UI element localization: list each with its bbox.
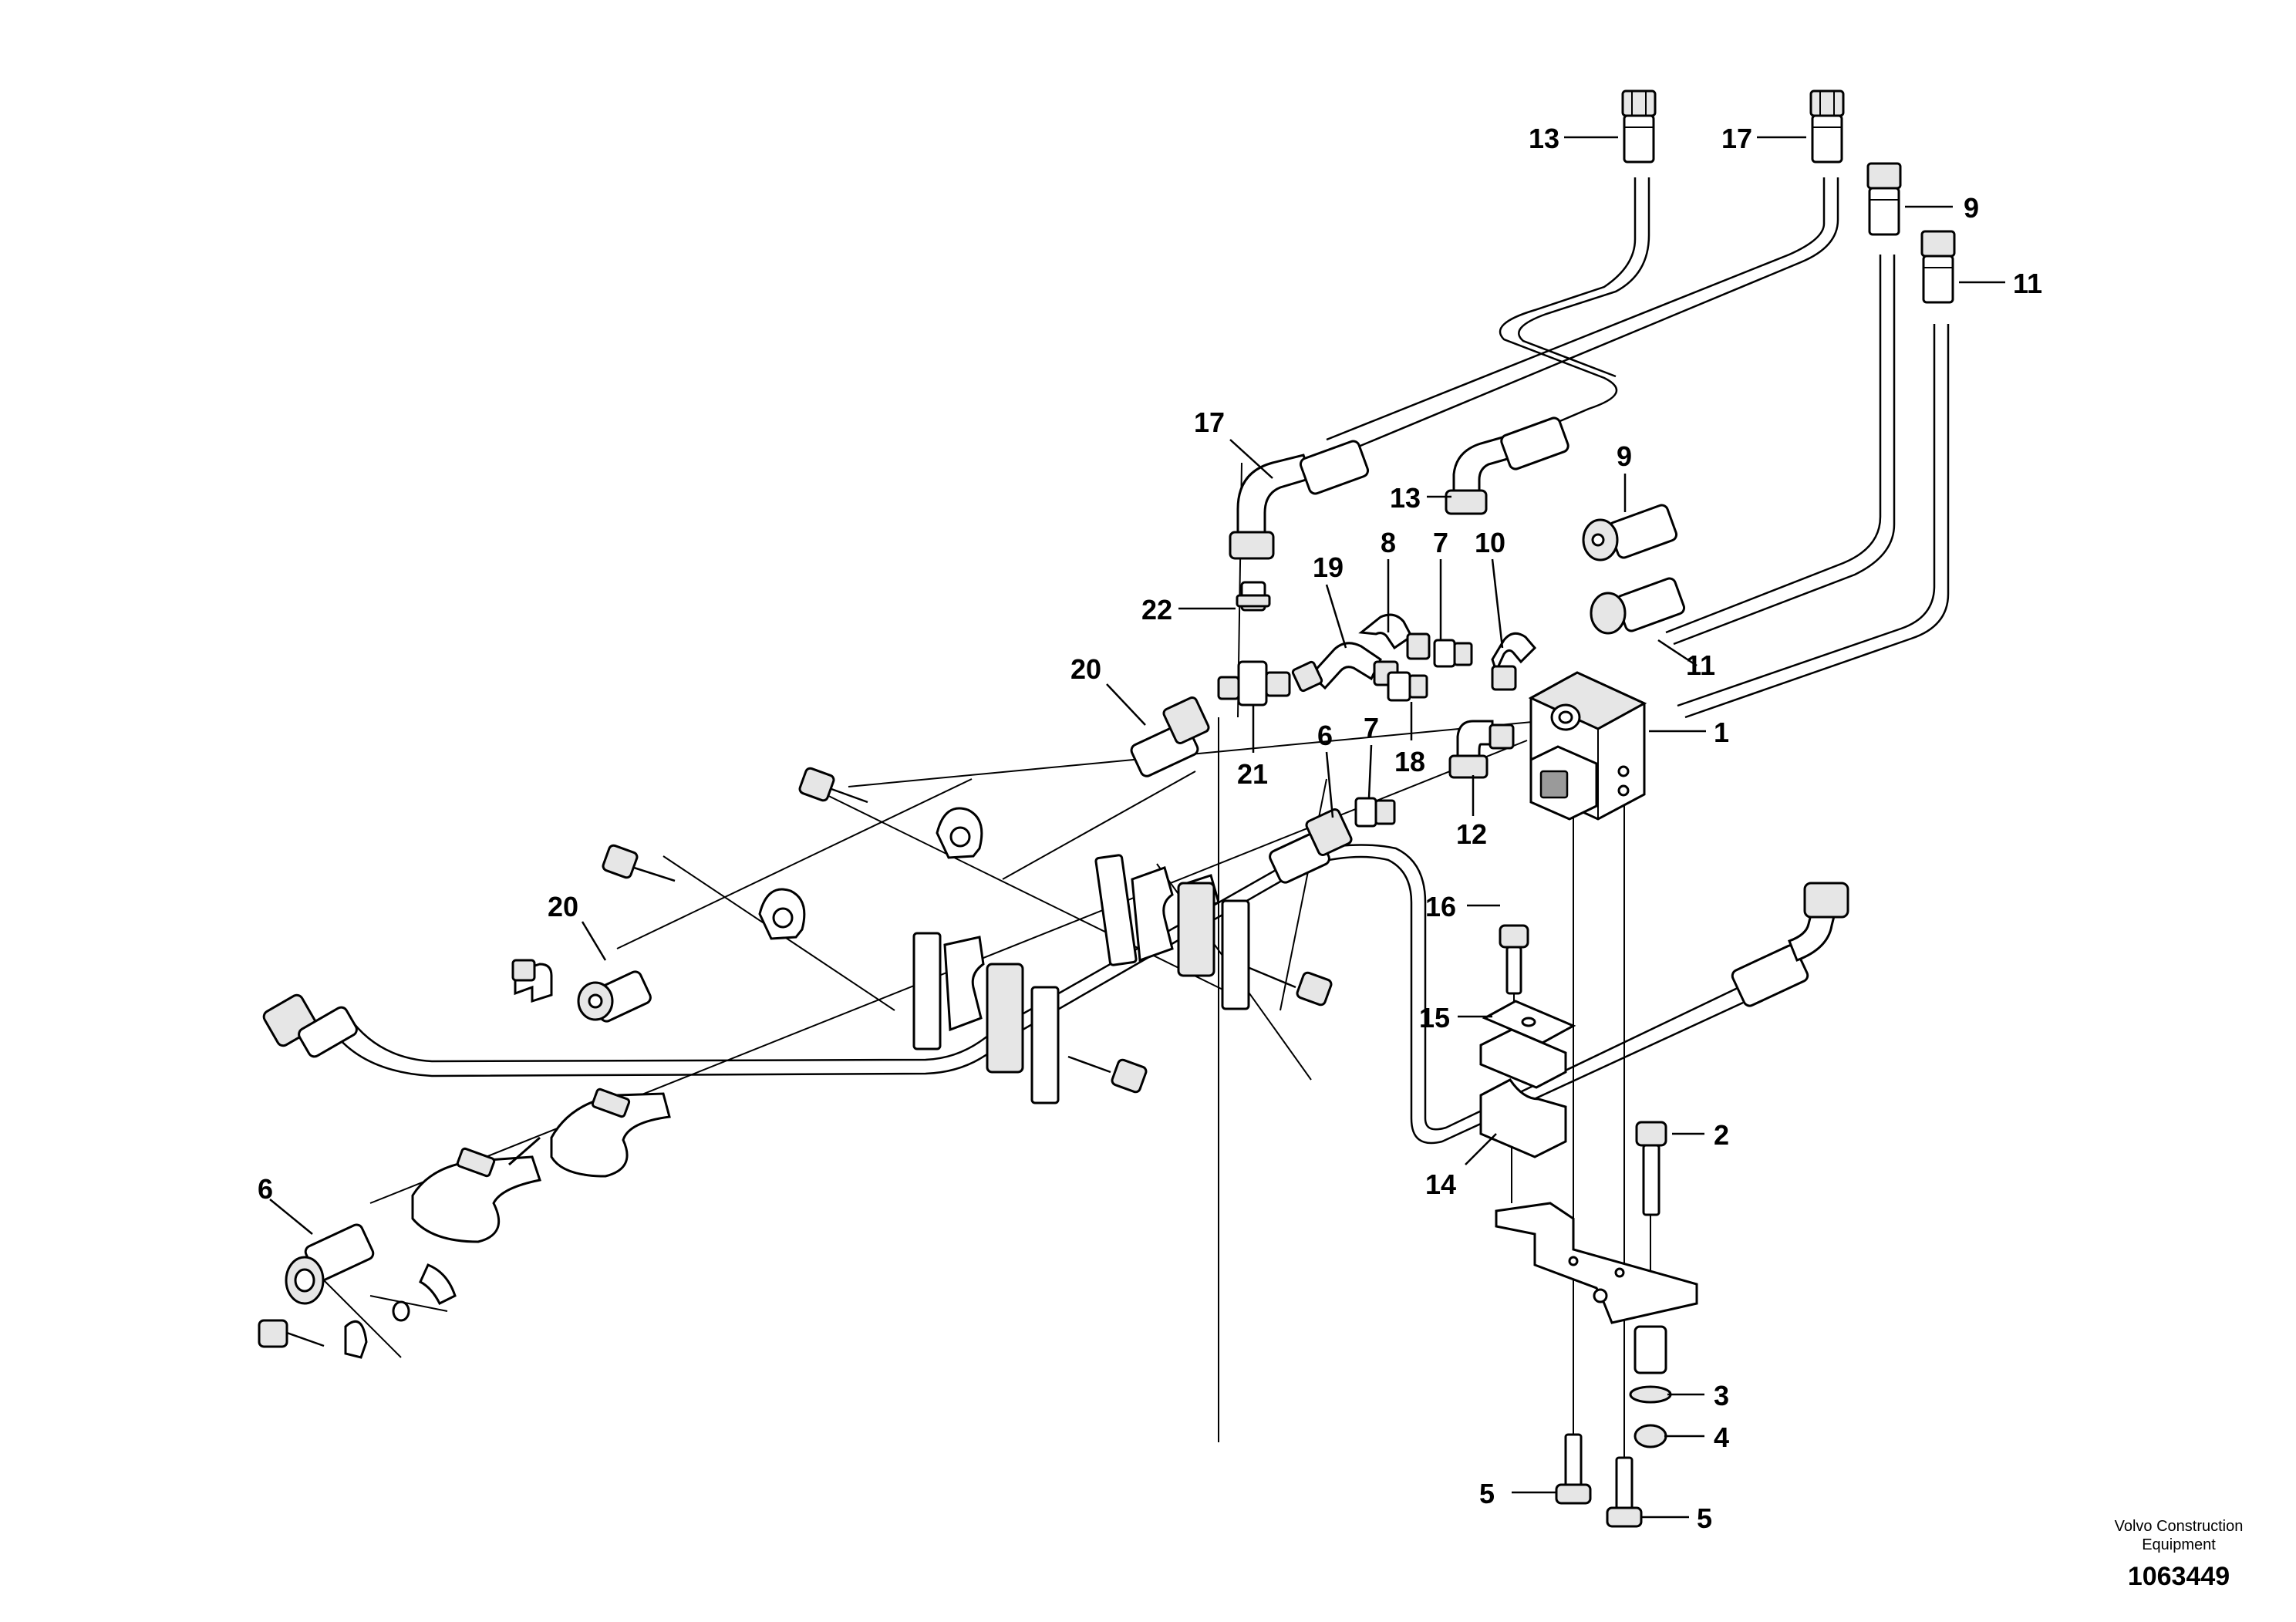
- elbow-12: [1448, 720, 1515, 779]
- elbow-right-lower: [1731, 882, 1849, 1007]
- callout-1: 1: [1714, 717, 1729, 748]
- callout-20b: 20: [548, 891, 578, 922]
- callout-3: 3: [1714, 1380, 1729, 1411]
- bolt-d: [1067, 1055, 1148, 1094]
- callout-10: 10: [1475, 527, 1505, 558]
- adapter-7b: [1354, 797, 1396, 828]
- callout-6b: 6: [258, 1173, 273, 1205]
- callout-5a: 5: [1479, 1478, 1495, 1509]
- hose-end-17-top: [1809, 89, 1845, 164]
- valve-block-1: [1528, 671, 1647, 821]
- bolt-c: [1249, 966, 1333, 1007]
- hose-end-20-lower: [511, 959, 652, 1023]
- elbow-13-mid: [1445, 416, 1569, 515]
- spacer-stack: [1629, 1325, 1672, 1448]
- callout-5b: 5: [1697, 1502, 1712, 1534]
- bolt-b: [602, 844, 676, 882]
- callout-17-mid: 17: [1194, 406, 1225, 438]
- bracket-assembly: [1479, 924, 1698, 1528]
- elbow-19: [1291, 642, 1399, 693]
- callout-18: 18: [1394, 746, 1425, 777]
- callout-17-top: 17: [1721, 123, 1752, 154]
- callout-13-mid: 13: [1390, 482, 1421, 514]
- adapter-7a: [1433, 639, 1473, 668]
- callout-11-mid: 11: [1686, 649, 1715, 681]
- bolt-a: [798, 767, 868, 804]
- callout-8: 8: [1381, 527, 1396, 558]
- hose-end-9-top: [1866, 162, 1902, 236]
- hose-end-left: [262, 993, 358, 1058]
- clamp-blocks: [602, 767, 1333, 1104]
- fitting-22: [1236, 581, 1271, 612]
- callout-9-mid: 9: [1617, 440, 1632, 472]
- flange-bolt: [258, 1319, 325, 1348]
- hose-end-11-top: [1920, 230, 1956, 304]
- leader-lines: [269, 136, 2005, 1519]
- callout-4: 4: [1714, 1421, 1729, 1453]
- nut-6-upper: [1269, 808, 1353, 884]
- brand-line-1: Volvo Construction: [2115, 1518, 2244, 1535]
- p-clamp-lower: [758, 888, 806, 940]
- adapter-18: [1387, 671, 1428, 702]
- bolt-2: [1635, 1121, 1667, 1216]
- strap-clamps: [258, 1088, 671, 1359]
- bolt-5a: [1555, 1433, 1592, 1505]
- title-block: Volvo Construction Equipment 1063449: [2115, 1518, 2244, 1591]
- callout-12: 12: [1456, 818, 1487, 850]
- callout-13-top: 13: [1529, 123, 1559, 154]
- elbow-17-mid: [1229, 440, 1370, 560]
- nut-11-mid: [1590, 577, 1686, 635]
- callout-20a: 20: [1070, 653, 1101, 685]
- callout-labels: 13 17 9 11 17 13 9 8 7 10 19 22 11 20 1 …: [258, 123, 2042, 1534]
- bolt-5b: [1606, 1456, 1643, 1528]
- callout-14: 14: [1425, 1168, 1456, 1200]
- hose-end-20-upper: [1130, 696, 1210, 777]
- callout-9-top: 9: [1964, 192, 1979, 224]
- hose-end-13-top: [1621, 89, 1657, 164]
- hose-lines: [323, 177, 1950, 1458]
- callout-11-top: 11: [2013, 268, 2042, 299]
- callout-6a: 6: [1317, 720, 1333, 751]
- callout-16: 16: [1425, 891, 1456, 922]
- callout-7b: 7: [1364, 712, 1379, 744]
- callout-15: 15: [1419, 1002, 1450, 1034]
- drawing-number: 1063449: [2128, 1562, 2230, 1591]
- tee-21: [1217, 660, 1291, 706]
- callout-21: 21: [1237, 758, 1268, 790]
- mid-fittings: [262, 416, 1849, 1058]
- callout-7a: 7: [1433, 527, 1448, 558]
- callout-2: 2: [1714, 1119, 1729, 1151]
- top-hose-ends: [1621, 89, 1956, 304]
- elbow-10: [1491, 632, 1537, 691]
- p-clamp-upper: [936, 807, 983, 859]
- brand-line-2: Equipment: [2142, 1536, 2216, 1553]
- callout-19: 19: [1313, 551, 1344, 583]
- callout-22: 22: [1141, 594, 1172, 626]
- bolt-16: [1499, 924, 1529, 995]
- nut-9-mid: [1582, 504, 1678, 561]
- fitting-6-lower: [285, 1223, 375, 1305]
